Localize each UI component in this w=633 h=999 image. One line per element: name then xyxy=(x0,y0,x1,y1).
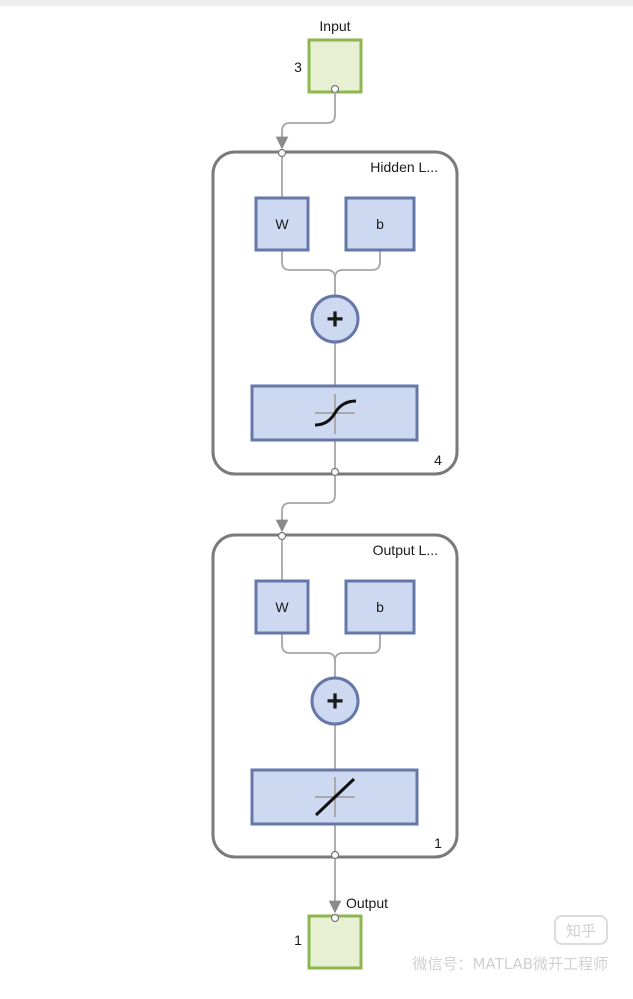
hidden-output-port[interactable] xyxy=(330,467,340,477)
output-bias-block[interactable] xyxy=(344,579,416,635)
wire-hidden-to-output-layer xyxy=(275,476,336,533)
hidden-weight-label: W xyxy=(275,216,289,232)
output-wire-b-sum xyxy=(334,633,381,662)
hidden-sum-node[interactable] xyxy=(310,294,360,344)
output-layer-title: Output L... xyxy=(373,542,438,558)
output-layer-output-port[interactable] xyxy=(330,850,340,860)
hidden-input-port[interactable] xyxy=(277,148,287,158)
hidden-weight-block[interactable] xyxy=(254,196,310,252)
output-label: Output xyxy=(346,895,388,911)
sigmoid-icon xyxy=(314,394,357,434)
output-weight-block[interactable] xyxy=(254,579,310,635)
hidden-bias-label: b xyxy=(376,216,384,232)
wire-input-to-hidden xyxy=(275,92,336,150)
output-port[interactable] xyxy=(330,913,340,923)
output-bias-label: b xyxy=(376,599,384,615)
output-sum-node[interactable] xyxy=(310,676,360,726)
hidden-layer-title: Hidden L... xyxy=(370,159,438,175)
hidden-layer-size: 4 xyxy=(434,452,442,468)
output-block[interactable] xyxy=(307,914,363,970)
output-weight-label: W xyxy=(275,599,289,615)
hidden-bias-block[interactable] xyxy=(344,196,416,252)
watermark-badge: 知乎 xyxy=(566,922,596,940)
output-layer-size: 1 xyxy=(434,835,442,851)
output-layer-input-port[interactable] xyxy=(277,531,287,541)
hidden-wire-b-sum xyxy=(334,250,381,279)
output-size: 1 xyxy=(294,932,302,948)
input-label: Input xyxy=(319,18,350,34)
watermark-badge-frame xyxy=(554,915,608,945)
output-sum-symbol: + xyxy=(326,685,344,718)
input-size: 3 xyxy=(294,59,302,75)
input-port[interactable] xyxy=(330,84,340,94)
top-bar xyxy=(0,0,633,6)
input-block[interactable] xyxy=(307,38,363,94)
hidden-sum-symbol: + xyxy=(326,303,344,336)
linear-icon xyxy=(314,777,356,817)
watermark-text: 微信号：MATLAB微开工程师 xyxy=(413,955,608,973)
